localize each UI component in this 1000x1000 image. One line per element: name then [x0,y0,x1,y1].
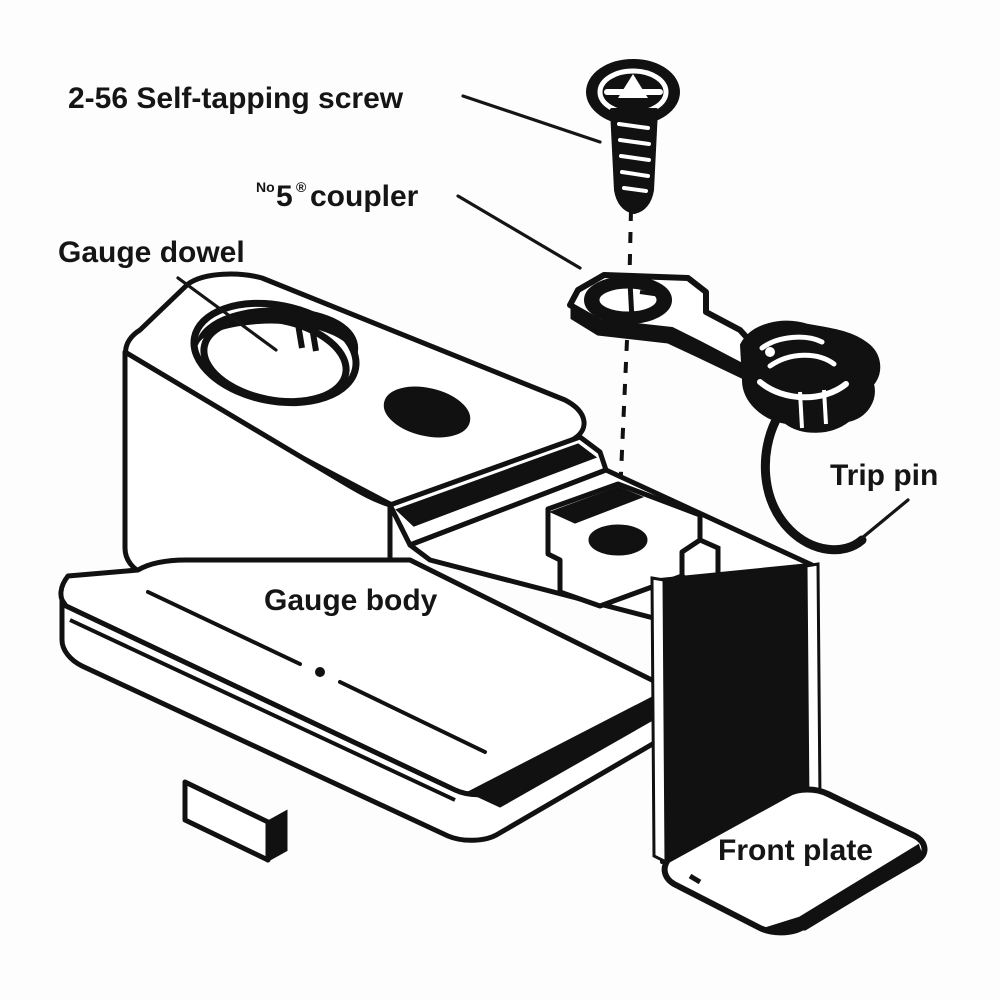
coupler-hole-mark-h [639,290,669,298]
front-plate-base-notch [688,873,702,885]
label-front-plate: Front plate [718,834,873,867]
label-coupler-word: coupler [310,180,419,213]
pocket-mounting-hole [588,524,648,556]
label-gauge-dowel: Gauge dowel [58,236,245,269]
screw-thread-1 [617,122,650,130]
label-gauge-body: Gauge body [264,584,438,617]
screw-thread-2 [618,138,651,146]
front-plate-left-highlight [650,576,668,865]
gauge-foot-tab-shadow [266,809,288,863]
pocket-hole-highlight [620,527,626,553]
coupler-knuckle-pivot-dot [765,347,775,357]
trip-pin-part [760,415,867,555]
gauge-lower-crease [69,618,456,802]
leader-lines [176,94,910,540]
gauge-body-leader-right [338,680,487,754]
label-coupler-prefix: No [256,179,275,195]
label-coupler: No 5 ® coupler [256,179,419,213]
small-hole-highlight-b [442,393,450,435]
gauge-body-leader-left [146,590,302,666]
pocket-shadow-back [549,486,645,524]
dowel-inner-bore [200,314,350,406]
screw-part [586,59,680,214]
leader-trip-pin [860,498,910,540]
gauge-upper-front-shadow [395,443,598,527]
labels-group: 2-56 Self-tapping screw No 5 ® coupler G… [58,82,938,867]
label-self-tapping-screw: 2-56 Self-tapping screw [68,82,404,115]
leader-gauge-dowel [176,276,278,352]
coupler-knuckle-highlight-2 [767,352,837,369]
leader-coupler [456,194,582,270]
label-coupler-suffix: ® [296,179,307,195]
front-plate-part [650,562,928,936]
label-trip-pin: Trip pin [830,459,938,492]
coupler-knuckle-highlight-3 [757,379,849,401]
coupler-knuckle-body [740,320,881,433]
coupler-part [567,272,881,433]
dowel-key-mark-a [294,317,305,349]
label-coupler-number: 5 [276,180,293,213]
leader-self-tapping-screw [461,94,602,144]
gauge-small-hole [383,386,471,438]
dowel-key-mark-b [308,320,319,352]
screw-thread-4 [620,170,650,178]
coupler-hole-mark-v [627,281,635,321]
front-plate-base-shadow [761,843,924,932]
coupler-knuckle-highlight-5 [822,389,828,425]
screw-thread-3 [619,154,651,162]
screw-thread-5 [622,186,648,193]
trip-pin-wire [760,415,867,555]
gauge-foot-tab [182,779,271,863]
coupler-knuckle-highlight-4 [798,391,804,429]
front-plate-top-bevel [665,572,807,596]
small-hole-highlight-a [429,391,439,433]
gauge-body-leader-dot [315,667,325,677]
front-plate-right-highlight [804,562,822,807]
coupler-knuckle-highlight-1 [759,334,825,351]
